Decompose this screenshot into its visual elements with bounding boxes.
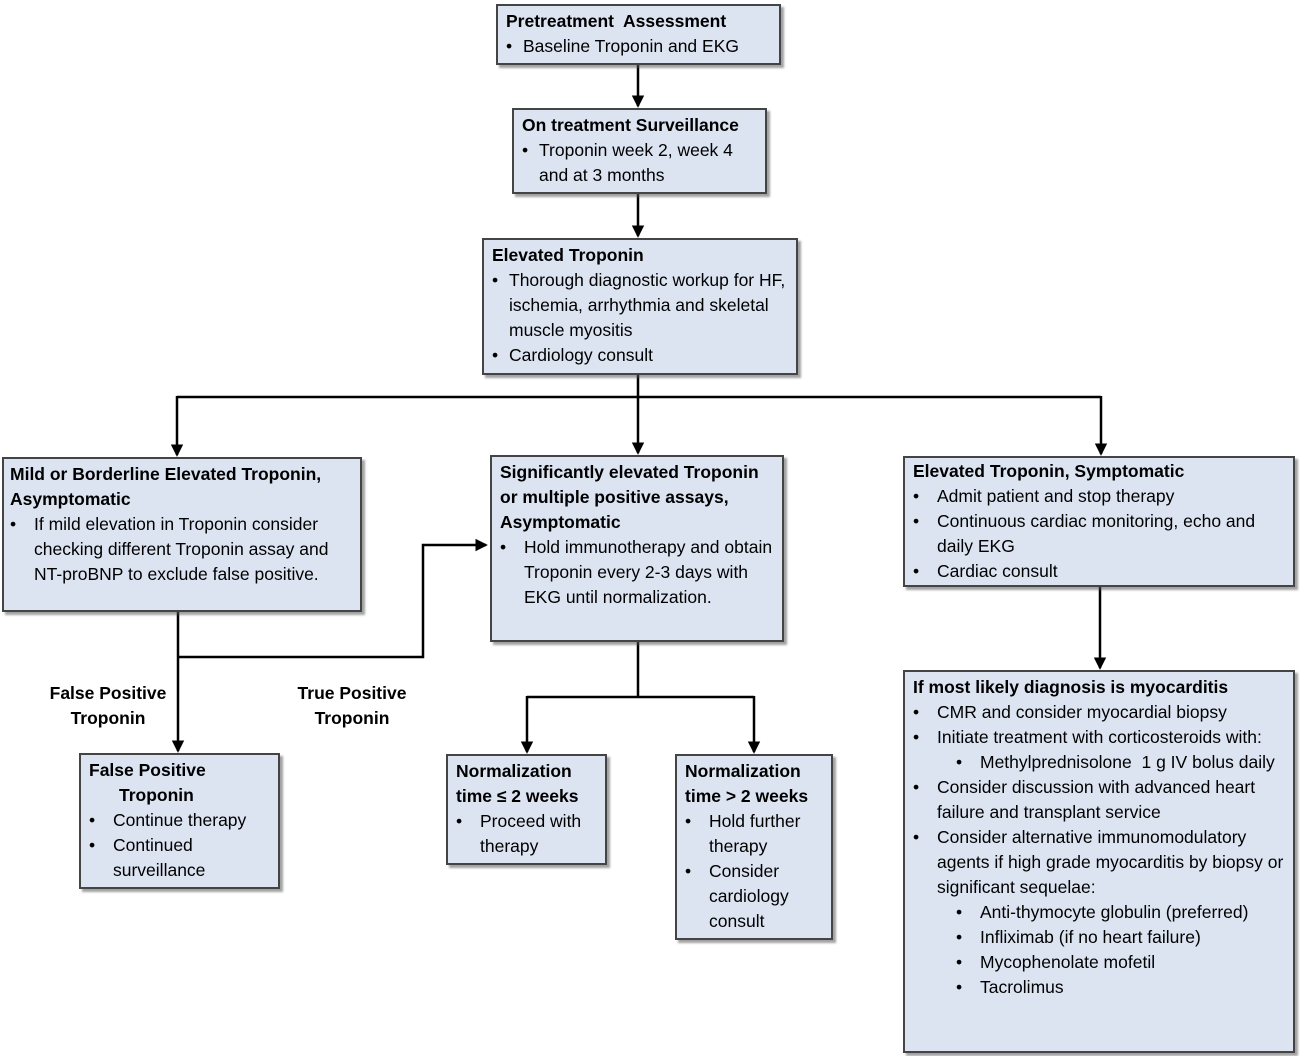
- node-title: Elevated Troponin: [492, 245, 644, 265]
- bullet-icon: [956, 925, 980, 950]
- bullet-item: Troponin week 2, week 4 and at 3 months: [522, 138, 757, 188]
- sub-bullet-item: Methylprednisolone 1 g IV bolus daily: [956, 750, 1285, 775]
- bullet-text: Continued surveillance: [113, 835, 206, 880]
- bullet-text: Consider alternative immunomodulatory ag…: [937, 827, 1289, 897]
- bullet-item: Admit patient and stop therapy: [913, 484, 1285, 509]
- bullet-icon: [913, 775, 937, 800]
- bullet-text: Methylprednisolone 1 g IV bolus daily: [980, 752, 1275, 772]
- bullet-text: Tacrolimus: [980, 977, 1064, 997]
- node-title: False Positive: [89, 760, 206, 780]
- connector-significant-branch-stem: [527, 642, 754, 699]
- bullet-item: If mild elevation in Troponin consider c…: [10, 512, 352, 587]
- bullet-text: Consider cardiology consult: [709, 861, 794, 931]
- bullet-item: Continuous cardiac monitoring, echo and …: [913, 509, 1285, 559]
- bullet-icon: [913, 825, 937, 850]
- node-normalization-over-2-weeks: Normalization time > 2 weeks Hold furthe…: [675, 754, 833, 940]
- bullet-icon: [956, 975, 980, 1000]
- node-mild-borderline-elevated: Mild or Borderline Elevated Troponin, As…: [2, 457, 362, 612]
- node-title: Mild or Borderline Elevated Troponin, As…: [10, 464, 326, 509]
- bullet-icon: [956, 950, 980, 975]
- bullet-text: Cardiology consult: [509, 345, 653, 365]
- sub-bullet-item: Mycophenolate mofetil: [956, 950, 1285, 975]
- node-elevated-symptomatic: Elevated Troponin, Symptomatic Admit pat…: [903, 456, 1295, 587]
- node-title: Normalization time > 2 weeks: [685, 761, 809, 806]
- node-elevated-troponin: Elevated Troponin Thorough diagnostic wo…: [482, 238, 798, 375]
- bullet-text: Initiate treatment with corticosteroids …: [937, 727, 1262, 747]
- bullet-item: CMR and consider myocardial biopsy: [913, 700, 1285, 725]
- bullet-text: Consider discussion with advanced heart …: [937, 777, 1260, 822]
- bullet-text: Admit patient and stop therapy: [937, 486, 1175, 506]
- node-title: If most likely diagnosis is myocarditis: [913, 677, 1229, 697]
- bullet-icon: [913, 559, 937, 584]
- bullet-text: Infliximab (if no heart failure): [980, 927, 1201, 947]
- edge-label-false-positive: False Positive Troponin: [49, 683, 167, 728]
- bullet-icon: [956, 900, 980, 925]
- node-myocarditis-management: If most likely diagnosis is myocarditis …: [903, 670, 1295, 1053]
- bullet-icon: [913, 700, 937, 725]
- bullet-icon: [685, 809, 709, 834]
- bullet-icon: [913, 509, 937, 534]
- connector-elevated-branch-stem: [177, 375, 1101, 399]
- bullet-icon: [492, 343, 509, 368]
- bullet-icon: [89, 808, 113, 833]
- edge-label-true-positive: True Positive Troponin: [297, 683, 407, 728]
- bullet-icon: [89, 833, 113, 858]
- node-title: Significantly elevated Troponin or multi…: [500, 462, 764, 532]
- bullet-item: Consider discussion with advanced heart …: [913, 775, 1285, 825]
- bullet-icon: [685, 859, 709, 884]
- node-significantly-elevated: Significantly elevated Troponin or multi…: [490, 455, 784, 642]
- bullet-text: Hold further therapy: [709, 811, 806, 856]
- node-normalization-under-2-weeks: Normalization time ≤ 2 weeks Proceed wit…: [446, 754, 607, 865]
- bullet-icon: [456, 809, 480, 834]
- bullet-item: Cardiac consult: [913, 559, 1285, 584]
- node-title: Normalization time ≤ 2 weeks: [456, 761, 579, 806]
- bullet-item: Hold immunotherapy and obtain Troponin e…: [500, 535, 774, 610]
- bullet-item: Consider cardiology consult: [685, 859, 823, 934]
- bullet-item: Thorough diagnostic workup for HF, ische…: [492, 268, 788, 343]
- bullet-text: Hold immunotherapy and obtain Troponin e…: [524, 537, 777, 607]
- bullet-text: Mycophenolate mofetil: [980, 952, 1156, 972]
- sub-bullet-item: Infliximab (if no heart failure): [956, 925, 1285, 950]
- node-pretreatment-assessment: Pretreatment Assessment Baseline Troponi…: [496, 4, 781, 65]
- bullet-icon: [492, 268, 509, 293]
- node-title: Pretreatment Assessment: [506, 11, 727, 31]
- bullet-icon: [500, 535, 524, 560]
- node-false-positive-troponin: False Positive Troponin Continue therapy…: [79, 753, 280, 889]
- bullet-item: Initiate treatment with corticosteroids …: [913, 725, 1285, 750]
- bullet-icon: [956, 750, 980, 775]
- bullet-text: Continue therapy: [113, 810, 247, 830]
- bullet-item: Continue therapy: [89, 808, 270, 833]
- bullet-text: If mild elevation in Troponin consider c…: [34, 514, 334, 584]
- bullet-icon: [913, 484, 937, 509]
- bullet-icon: [913, 725, 937, 750]
- bullet-text: Troponin week 2, week 4 and at 3 months: [539, 140, 738, 185]
- bullet-icon: [10, 512, 34, 537]
- bullet-icon: [522, 138, 539, 163]
- bullet-text: Anti-thymocyte globulin (preferred): [980, 902, 1249, 922]
- node-title: Elevated Troponin, Symptomatic: [913, 461, 1185, 481]
- bullet-item: Continued surveillance: [89, 833, 270, 883]
- bullet-item: Baseline Troponin and EKG: [506, 34, 771, 59]
- bullet-icon: [506, 34, 523, 59]
- bullet-text: Baseline Troponin and EKG: [523, 36, 739, 56]
- bullet-text: Proceed with therapy: [480, 811, 587, 856]
- sub-bullet-item: Tacrolimus: [956, 975, 1285, 1000]
- bullet-item: Proceed with therapy: [456, 809, 597, 859]
- node-on-treatment-surveillance: On treatment Surveillance Troponin week …: [512, 108, 767, 194]
- node-title: On treatment Surveillance: [522, 115, 739, 135]
- connector-true-positive-to-significant: [178, 538, 488, 659]
- bullet-text: CMR and consider myocardial biopsy: [937, 702, 1227, 722]
- bullet-item: Hold further therapy: [685, 809, 823, 859]
- bullet-text: Thorough diagnostic workup for HF, ische…: [509, 270, 791, 340]
- bullet-item: Consider alternative immunomodulatory ag…: [913, 825, 1285, 900]
- bullet-item: Cardiology consult: [492, 343, 788, 368]
- bullet-text: Continuous cardiac monitoring, echo and …: [937, 511, 1260, 556]
- node-title-line2: Troponin: [119, 785, 194, 805]
- bullet-text: Cardiac consult: [937, 561, 1058, 581]
- sub-bullet-item: Anti-thymocyte globulin (preferred): [956, 900, 1285, 925]
